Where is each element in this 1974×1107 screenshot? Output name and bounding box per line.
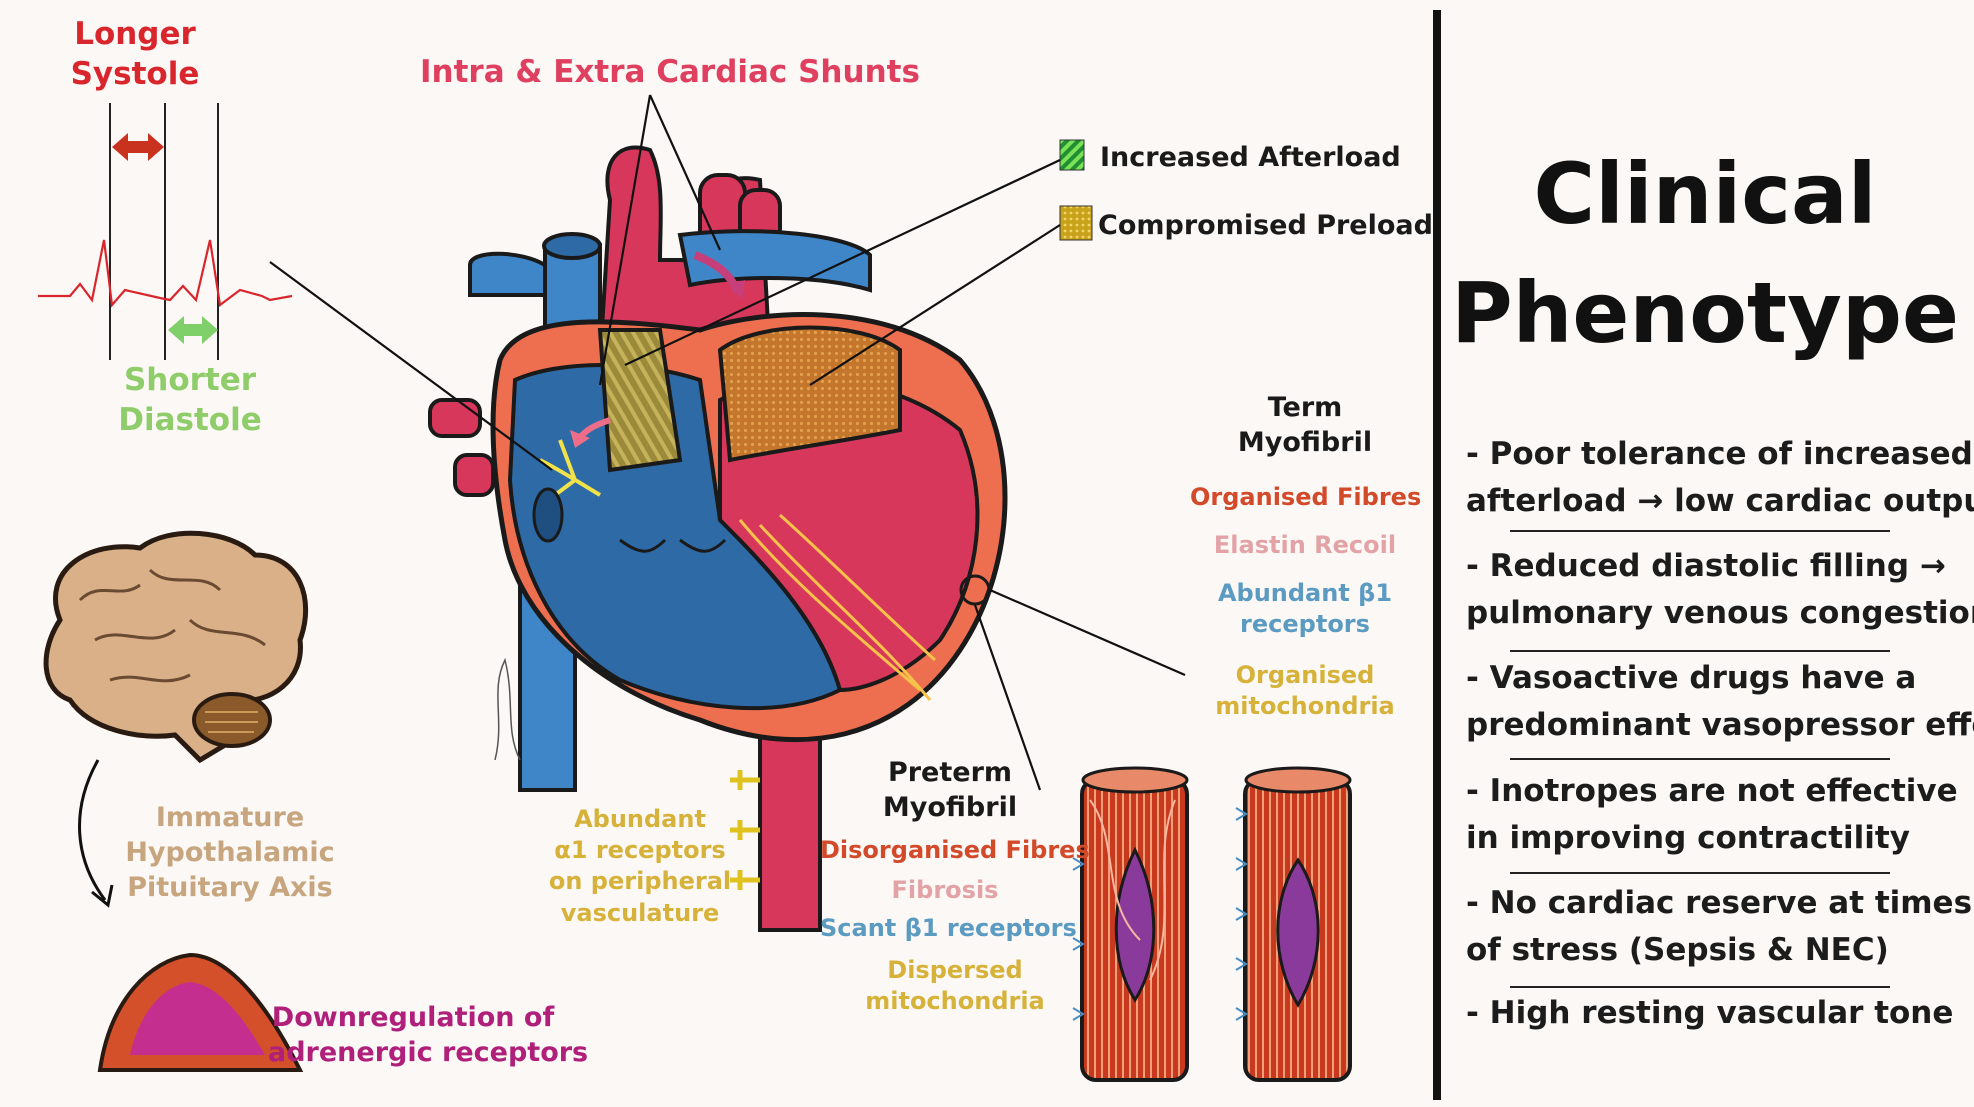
phenotype-separator bbox=[1510, 530, 1890, 532]
preload-swatch-icon bbox=[1060, 206, 1092, 240]
myofibril-icon bbox=[1073, 768, 1350, 1080]
disorganised-fibres-label: Disorganised Fibres bbox=[820, 835, 1070, 866]
scant-beta-receptors-label: Scant β1 receptors bbox=[820, 913, 1070, 944]
increased-afterload-label: Increased Afterload bbox=[1100, 140, 1401, 175]
compromised-preload-label: Compromised Preload bbox=[1098, 208, 1433, 243]
brain-icon bbox=[46, 533, 306, 760]
elastin-recoil-label: Elastin Recoil bbox=[1190, 530, 1420, 561]
hpa-arrow bbox=[80, 760, 105, 900]
phenotype-separator bbox=[1510, 872, 1890, 874]
fibrosis-label: Fibrosis bbox=[820, 875, 1070, 906]
phenotype-separator bbox=[1510, 986, 1890, 988]
phenotype-item: - High resting vascular tone bbox=[1466, 990, 1966, 1037]
panel-divider bbox=[1433, 10, 1441, 1100]
phenotype-item: - Reduced diastolic filling →pulmonary v… bbox=[1466, 543, 1966, 636]
shunts-label: Intra & Extra Cardiac Shunts bbox=[420, 52, 880, 92]
ecg-trace-icon bbox=[38, 103, 292, 360]
organised-fibres-label: Organised Fibres bbox=[1190, 482, 1420, 513]
phenotype-separator bbox=[1510, 758, 1890, 760]
phenotype-separator bbox=[1510, 650, 1890, 652]
afterload-swatch-icon bbox=[1060, 140, 1084, 170]
